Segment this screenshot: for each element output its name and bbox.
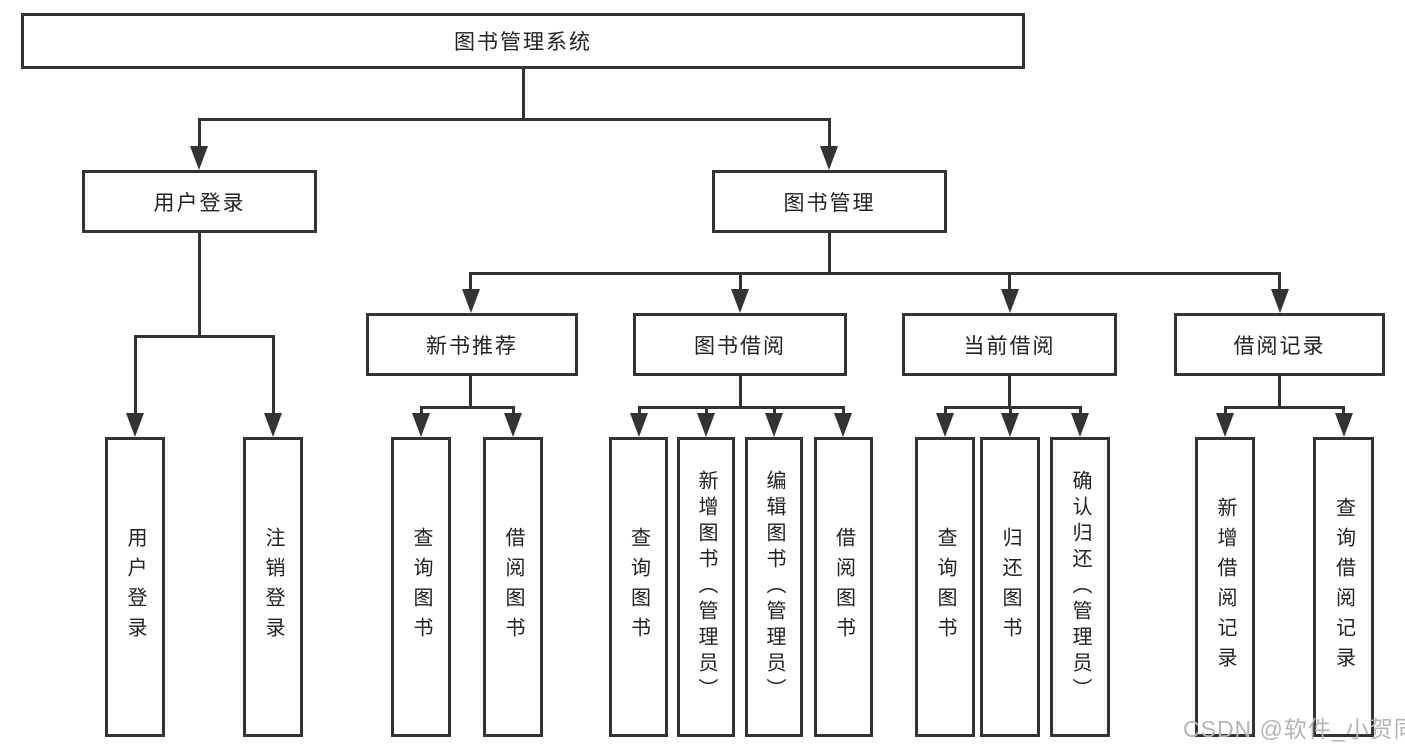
node-new-book-rec: 新书推荐 — [366, 313, 578, 376]
connector-leaf-stem — [704, 406, 708, 418]
arrowhead-down-icon — [697, 413, 715, 437]
leaf-return-book: 归还图书 — [980, 437, 1040, 737]
arrowhead-down-icon — [1000, 289, 1019, 313]
arrowhead-down-icon — [1071, 413, 1089, 437]
node-current-borrow: 当前借阅 — [902, 313, 1117, 376]
arrowhead-down-icon — [1270, 289, 1289, 313]
leaf-query-book-rec: 查询图书 — [391, 437, 451, 737]
leaf-add-borrow-record: 新增借阅记录 — [1195, 437, 1255, 737]
connector-l3-stem — [469, 272, 472, 292]
node-root: 图书管理系统 — [21, 13, 1025, 69]
connector-book-mgmt-down — [827, 230, 831, 275]
arrowhead-down-icon — [412, 413, 430, 437]
leaf-label: 查询借阅记录 — [1332, 497, 1355, 677]
connector-user-login-down — [197, 230, 201, 337]
connector-root-stem — [521, 66, 525, 119]
connector-book-mgmt-hline — [469, 272, 1281, 275]
leaf-label: 确认归还（管理员） — [1069, 470, 1091, 704]
leaf-label: 借阅图书 — [832, 527, 855, 647]
csdn-watermark: CSDN @软件_小贺同学 — [1183, 716, 1405, 742]
connector-book-mgmt-stem — [827, 118, 831, 150]
node-book-borrow-label: 图书借阅 — [694, 334, 786, 358]
connector-leaf-stem — [1008, 406, 1012, 418]
leaf-label: 新增图书（管理员） — [695, 470, 717, 704]
connector-user-login-stem — [197, 118, 201, 150]
connector-new-book-rec-down — [469, 373, 472, 409]
connector-borrow-record-down — [1278, 373, 1281, 409]
arrowhead-down-icon — [504, 413, 522, 437]
connector-leaf-stem — [511, 406, 515, 418]
leaf-borrow-book-rec: 借阅图书 — [483, 437, 543, 737]
connector-book-borrow-down — [738, 373, 742, 409]
leaf-confirm-return-admin: 确认归还（管理员） — [1050, 437, 1110, 737]
leaf-add-book-admin: 新增图书（管理员） — [677, 437, 735, 737]
leaf-label: 借阅图书 — [502, 527, 524, 647]
leaf-label: 注销登录 — [262, 527, 284, 647]
leaf-borrow-book: 借阅图书 — [814, 437, 873, 737]
node-book-borrow: 图书借阅 — [633, 313, 847, 376]
node-user-login: 用户登录 — [82, 170, 317, 233]
leaf-query-book-current: 查询图书 — [915, 437, 975, 737]
node-borrow-record: 借阅记录 — [1174, 313, 1385, 376]
connector-leaf-stem — [637, 406, 641, 418]
node-user-login-label: 用户登录 — [153, 191, 246, 215]
node-current-borrow-label: 当前借阅 — [963, 334, 1056, 358]
leaf-label: 查询图书 — [627, 527, 650, 647]
leaf-label: 用户登录 — [124, 527, 146, 647]
arrowhead-down-icon — [264, 413, 282, 437]
arrowhead-down-icon — [834, 413, 852, 437]
arrowhead-down-icon — [765, 413, 783, 437]
leaf-user-login: 用户登录 — [105, 437, 165, 737]
node-root-label: 图书管理系统 — [454, 31, 592, 54]
leaf-query-book-borrow: 查询图书 — [609, 437, 668, 737]
node-book-mgmt: 图书管理 — [712, 170, 947, 233]
connector-leaf-stem — [772, 406, 776, 418]
connector-leaf-stem — [271, 335, 275, 417]
connector-l3-stem — [1278, 272, 1281, 292]
leaf-query-borrow-record: 查询借阅记录 — [1313, 437, 1374, 737]
leaf-label: 查询图书 — [410, 527, 432, 647]
leaf-logout: 注销登录 — [243, 437, 303, 737]
connector-current-borrow-down — [1008, 373, 1011, 409]
connector-book-borrow-hline — [637, 406, 845, 409]
arrowhead-down-icon — [820, 146, 838, 170]
connector-leaf-stem — [1078, 406, 1082, 418]
arrowhead-down-icon — [1001, 413, 1019, 437]
connector-leaf-stem — [841, 406, 845, 418]
arrowhead-down-icon — [1334, 413, 1353, 437]
arrowhead-down-icon — [630, 413, 648, 437]
connector-leaf-stem — [1223, 406, 1227, 418]
leaf-label: 归还图书 — [999, 527, 1021, 647]
arrowhead-down-icon — [1216, 413, 1234, 437]
node-new-book-rec-label: 新书推荐 — [426, 334, 518, 358]
connector-leaf-stem — [133, 335, 137, 417]
arrowhead-down-icon — [461, 289, 480, 313]
leaf-label: 查询图书 — [934, 527, 956, 647]
node-borrow-record-label: 借阅记录 — [1233, 334, 1326, 358]
connector-user-login-hline — [133, 335, 275, 338]
node-book-mgmt-label: 图书管理 — [783, 191, 876, 215]
connector-current-borrow-hline — [943, 406, 1082, 409]
connector-new-book-rec-hline — [419, 406, 515, 409]
arrowhead-down-icon — [126, 413, 144, 437]
connector-leaf-stem — [419, 406, 423, 418]
arrowhead-down-icon — [936, 413, 954, 437]
connector-borrow-record-hline — [1223, 406, 1345, 409]
connector-root-hline — [197, 118, 831, 121]
connector-leaf-stem — [1342, 406, 1345, 418]
leaf-label: 编辑图书（管理员） — [763, 470, 785, 704]
connector-l3-stem — [738, 272, 742, 292]
leaf-edit-book-admin: 编辑图书（管理员） — [745, 437, 803, 737]
arrowhead-down-icon — [731, 289, 749, 313]
leaf-label: 新增借阅记录 — [1214, 497, 1236, 677]
connector-l3-stem — [1008, 272, 1011, 292]
arrowhead-down-icon — [190, 146, 208, 170]
connector-leaf-stem — [943, 406, 947, 418]
